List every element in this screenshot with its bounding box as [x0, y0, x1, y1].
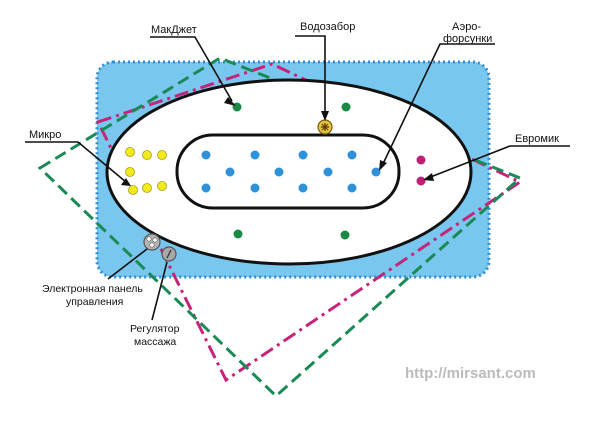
evromik-nozzles: [416, 155, 426, 186]
micro-nozzles: [125, 147, 167, 195]
water-intake-icon: [317, 119, 333, 135]
aero-nozzle: [274, 167, 284, 177]
micro-nozzle: [142, 183, 152, 193]
micro-nozzle: [125, 147, 135, 157]
tub-inner-bottom: [175, 133, 401, 210]
label-aero-line2: форсунки: [443, 33, 492, 45]
massage-regulator-icon: [161, 246, 177, 262]
makjet-nozzle: [340, 230, 350, 240]
aero-nozzle: [323, 167, 333, 177]
aero-nozzle: [201, 183, 211, 193]
micro-nozzle: [125, 167, 135, 177]
callout-lines: [25, 35, 570, 321]
aero-nozzle: [225, 167, 235, 177]
aero-nozzle: [201, 150, 211, 160]
aero-nozzle: [250, 183, 260, 193]
evromik-nozzle: [416, 155, 426, 165]
label-evromik: Евромик: [515, 133, 559, 145]
makjet-nozzle: [233, 229, 243, 239]
micro-nozzle: [157, 150, 167, 160]
label-regulator-line2: массажа: [134, 336, 176, 348]
label-aero-line1: Аэро-: [452, 21, 481, 33]
label-mikro: Микро: [29, 129, 61, 141]
watermark-text: http://mirsant.com: [405, 365, 536, 382]
aero-nozzle: [250, 150, 260, 160]
label-vodozabor: Водозабор: [300, 21, 355, 33]
aero-nozzles: [201, 150, 381, 193]
makjet-nozzle: [341, 102, 351, 112]
label-panel-line1: Электронная панель: [42, 283, 143, 295]
micro-nozzle: [128, 185, 138, 195]
evromik-nozzle: [416, 176, 426, 186]
aero-nozzle: [347, 150, 357, 160]
micro-nozzle: [157, 181, 167, 191]
control-panel-icon: [143, 233, 161, 251]
micro-nozzle: [142, 150, 152, 160]
aero-nozzle: [298, 150, 308, 160]
label-regulator-line1: Регулятор: [130, 323, 180, 335]
label-panel-line2: управления: [66, 296, 123, 308]
makjet-nozzles: [232, 102, 351, 240]
aero-nozzle: [347, 183, 357, 193]
aero-nozzle: [298, 183, 308, 193]
label-makjet: МакДжет: [151, 24, 197, 36]
aero-nozzle: [371, 167, 381, 177]
